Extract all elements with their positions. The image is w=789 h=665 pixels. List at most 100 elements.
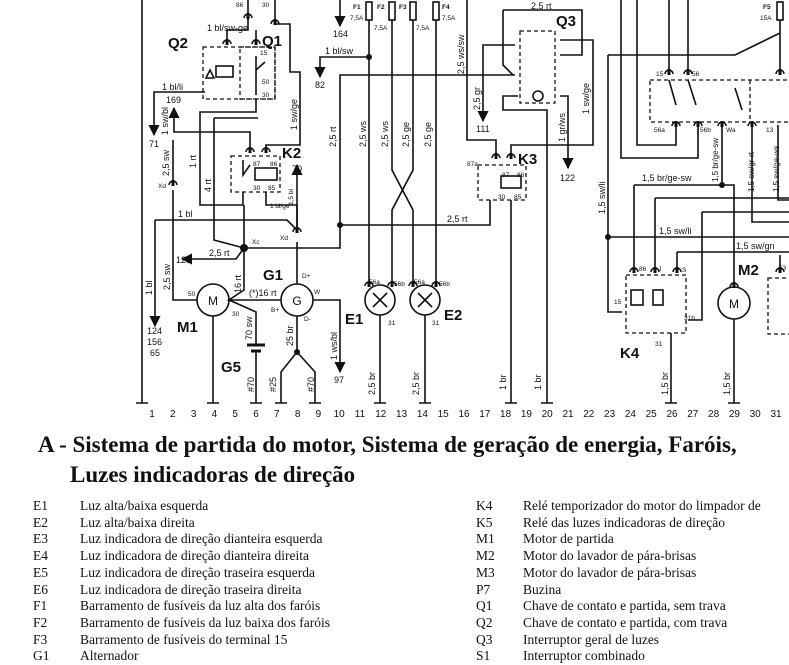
legend-row: Q1 Chave de contato e partida, sem trava [476, 598, 761, 615]
svg-text:7,5A: 7,5A [374, 25, 388, 32]
svg-text:87: 87 [502, 172, 510, 179]
column-number: 23 [604, 409, 616, 420]
svg-text:E2: E2 [444, 307, 462, 324]
svg-text:56b: 56b [439, 281, 450, 288]
column-number: 18 [500, 409, 512, 420]
legend-description: Barramento de fusíveis da luz alta dos f… [80, 598, 321, 614]
legend-code: E2 [33, 514, 48, 530]
g1-alternator [280, 283, 314, 317]
column-number: 29 [729, 409, 741, 420]
svg-text:169: 169 [166, 95, 181, 105]
svg-text:G: G [292, 294, 301, 308]
svg-text:1 br: 1 br [533, 374, 543, 390]
svg-text:2,5 sw: 2,5 sw [162, 263, 172, 290]
column-number: 11 [355, 409, 366, 420]
svg-text:M1: M1 [177, 319, 198, 336]
svg-text:M2: M2 [738, 262, 759, 279]
svg-text:30: 30 [498, 194, 506, 201]
svg-text:2,5 ws/sw: 2,5 ws/sw [456, 34, 466, 74]
svg-text:30: 30 [262, 2, 270, 9]
legend-row: F1 Barramento de fusíveis da luz alta dos… [33, 598, 330, 615]
junction-dots [240, 54, 725, 355]
svg-text:1 br: 1 br [498, 374, 508, 390]
svg-text:56b: 56b [700, 127, 711, 134]
column-number: 5 [232, 409, 238, 420]
svg-text:S: S [682, 267, 687, 274]
svg-text:1,5 br/ge-sw: 1,5 br/ge-sw [642, 173, 692, 183]
svg-text:Q1: Q1 [262, 33, 282, 50]
svg-text:164: 164 [333, 29, 348, 39]
m3-box [767, 277, 789, 335]
svg-text:85: 85 [514, 194, 522, 201]
fuse-f5 [776, 1, 784, 21]
legend-code: Q1 [476, 598, 493, 614]
svg-text:1 sw/ge: 1 sw/ge [581, 83, 591, 114]
svg-text:G5: G5 [221, 359, 241, 376]
wiring-diagram: M G M Q2 Q1 K2 K3 Q3 K4 M1 M2 G1 G5 E1 E… [136, 0, 789, 420]
svg-text:2,5 br: 2,5 br [411, 372, 421, 395]
svg-text:16 rt: 16 rt [233, 274, 243, 293]
svg-text:1 bl/li: 1 bl/li [162, 82, 183, 92]
column-number: 15 [438, 409, 450, 420]
svg-text:G1: G1 [263, 267, 283, 284]
svg-text:1 bl/sw: 1 bl/sw [325, 46, 354, 56]
column-number: 3 [191, 409, 197, 420]
column-number: 20 [542, 409, 554, 420]
k2-box [230, 155, 281, 193]
column-number: 22 [583, 409, 595, 420]
svg-text:122: 122 [560, 173, 575, 183]
legend-description: Luz indicadora de direção dianteira dire… [80, 548, 310, 564]
svg-text:87a: 87a [467, 161, 478, 168]
svg-text:56a: 56a [414, 279, 425, 286]
components: M G M [196, 1, 789, 335]
column-number: 27 [687, 409, 699, 420]
legend-code: F1 [33, 598, 48, 614]
legend-description: Alternador [80, 648, 139, 664]
svg-text:2,5 ws: 2,5 ws [358, 120, 368, 147]
svg-text:31: 31 [432, 320, 440, 327]
svg-text:56b: 56b [394, 281, 405, 288]
svg-text:D+: D+ [302, 273, 311, 280]
column-number: 1 [149, 409, 155, 420]
svg-text:87: 87 [253, 161, 261, 168]
svg-text:B+: B+ [271, 307, 279, 314]
column-number: 13 [396, 409, 408, 420]
column-number: 7 [274, 409, 280, 420]
diagram-labels: Q2 Q1 K2 K3 Q3 K4 M1 M2 G1 G5 E1 E2 F1 F… [144, 1, 787, 395]
svg-text:F4: F4 [442, 4, 450, 11]
svg-text:1 sw/ge: 1 sw/ge [289, 99, 299, 130]
svg-text:F1: F1 [353, 4, 361, 11]
svg-text:86: 86 [270, 161, 278, 168]
column-number: 10 [334, 409, 346, 420]
svg-text:86: 86 [639, 266, 647, 273]
column-number: 30 [750, 409, 762, 420]
svg-text:1 bl/ge: 1 bl/ge [270, 203, 290, 210]
column-number: 8 [295, 409, 301, 420]
svg-text:50: 50 [262, 79, 270, 86]
svg-text:2,5 ws: 2,5 ws [380, 120, 390, 147]
svg-text:E1: E1 [345, 311, 363, 328]
svg-text:7,5A: 7,5A [442, 15, 456, 22]
svg-text:1,5 sw/gn: 1,5 sw/gn [736, 241, 775, 251]
svg-text:30: 30 [262, 92, 270, 99]
svg-text:D-: D- [304, 316, 311, 323]
svg-text:56a: 56a [654, 127, 665, 134]
svg-text:1,5 br: 1,5 br [660, 372, 670, 395]
legend-description: Chave de contato e partida, sem trava [523, 598, 726, 614]
svg-text:1,5 sw/li: 1,5 sw/li [659, 226, 692, 236]
legend-description: Barramento de fusíveis da luz baixa dos … [80, 614, 331, 630]
svg-text:7,5A: 7,5A [416, 25, 430, 32]
column-number: 12 [375, 409, 387, 420]
q1-box [239, 46, 276, 100]
svg-text:1 rt: 1 rt [188, 154, 198, 168]
